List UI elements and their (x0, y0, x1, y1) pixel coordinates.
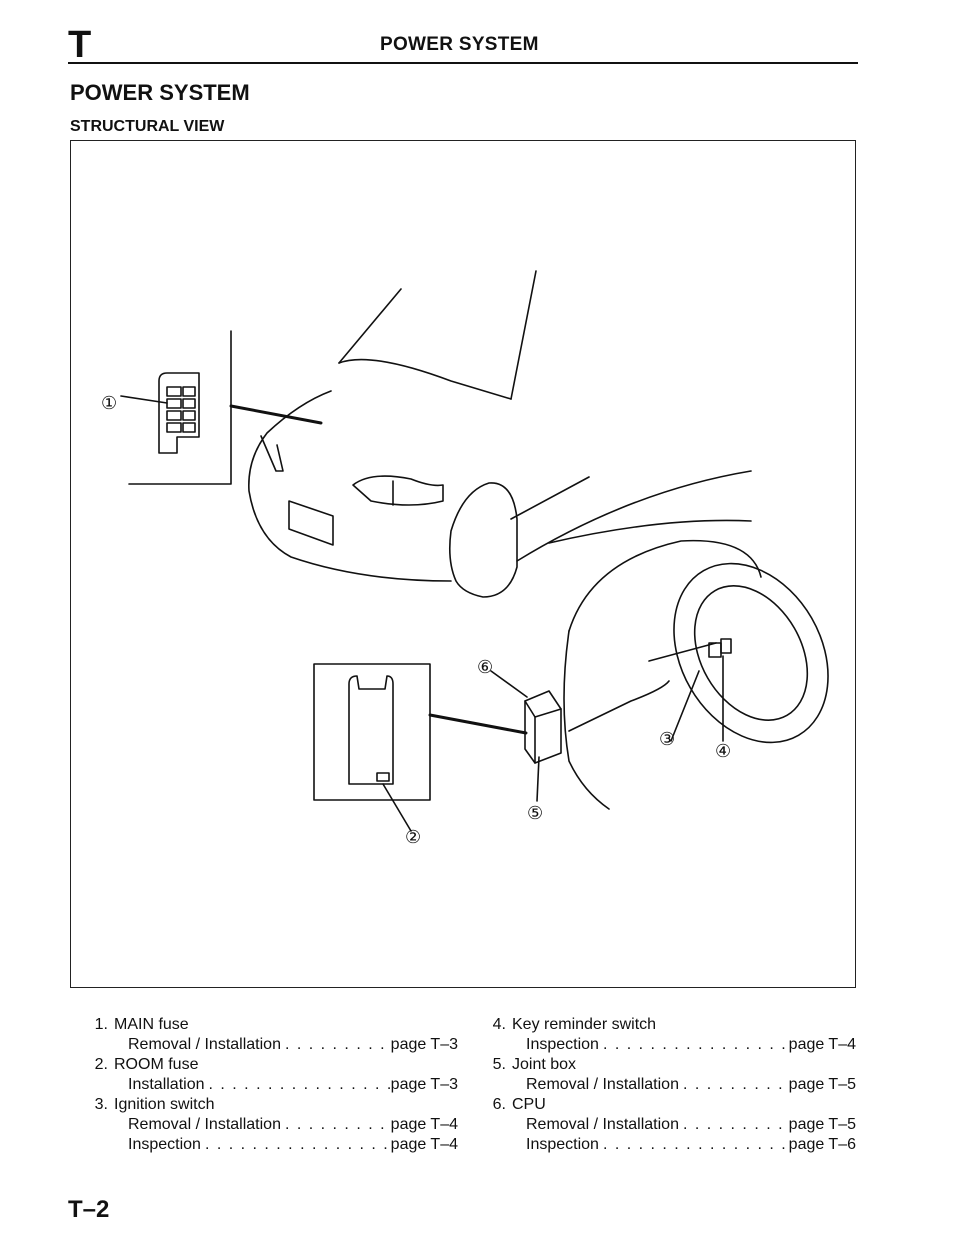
page-reference: page T–5 (788, 1116, 856, 1133)
legend-item-4: 4. Key reminder switch Inspection. . . . … (482, 1015, 862, 1055)
page-reference: page T–5 (788, 1076, 856, 1093)
page-reference: page T–3 (390, 1076, 458, 1093)
callout-2: ② (405, 827, 421, 848)
legend-sub-row: Removal / Installation. . . . . . . . . … (526, 1116, 856, 1133)
legend-item-title: MAIN fuse (114, 1016, 189, 1033)
legend-sub-row: Inspection. . . . . . . . . . . . . . . … (128, 1136, 458, 1153)
legend-item-title: Ignition switch (114, 1096, 215, 1113)
callout-5: ⑤ (527, 803, 543, 824)
legend-left-column: 1. MAIN fuse Removal / Installation. . . … (84, 1015, 464, 1155)
legend-item-number: 4. (492, 1016, 506, 1033)
structural-view-figure: ① ② ③ ④ ⑤ ⑥ (70, 140, 856, 988)
section-title: POWER SYSTEM (70, 80, 250, 105)
room-fuse-inset-drawing (313, 663, 528, 832)
legend-item-title: ROOM fuse (114, 1056, 199, 1073)
callout-1: ① (101, 393, 117, 414)
legend-item-number: 3. (94, 1096, 108, 1113)
legend-item-number: 2. (94, 1056, 108, 1073)
page-number: T–2 (68, 1196, 110, 1223)
callout-6: ⑥ (477, 657, 493, 678)
main-fuse-block-drawing (120, 330, 323, 485)
steering-dash-drawing (563, 539, 829, 810)
legend-item-number: 1. (94, 1016, 108, 1033)
subsection-title: STRUCTURAL VIEW (70, 118, 225, 135)
legend-item-title: CPU (512, 1096, 546, 1113)
page-reference: page T–3 (390, 1036, 458, 1053)
header-rule (68, 62, 858, 64)
legend-item-number: 6. (492, 1096, 506, 1113)
vehicle-front-drawing (248, 270, 752, 598)
legend-item-1: 1. MAIN fuse Removal / Installation. . . … (84, 1015, 464, 1055)
legend-item-3: 3. Ignition switch Removal / Installation… (84, 1095, 464, 1155)
callout-4: ④ (715, 741, 731, 762)
page-reference: page T–6 (788, 1136, 856, 1153)
legend-sub-row: Removal / Installation. . . . . . . . . … (526, 1076, 856, 1093)
legend-item-6: 6. CPU Removal / Installation. . . . . . … (482, 1095, 862, 1155)
legend-item-5: 5. Joint box Removal / Installation. . . … (482, 1055, 862, 1095)
header-section-letter: T (68, 24, 92, 66)
legend-sub-row: Removal / Installation. . . . . . . . . … (128, 1116, 458, 1133)
callout-3: ③ (659, 729, 675, 750)
legend-item-number: 5. (492, 1056, 506, 1073)
legend-sub-row: Removal / Installation. . . . . . . . . … (128, 1036, 458, 1053)
legend-sub-row: Inspection. . . . . . . . . . . . . . . … (526, 1136, 856, 1153)
legend-sub-row: Inspection. . . . . . . . . . . . . . . … (526, 1036, 856, 1053)
legend-right-column: 4. Key reminder switch Inspection. . . . … (482, 1015, 862, 1155)
page-reference: page T–4 (390, 1136, 458, 1153)
legend-item-title: Joint box (512, 1056, 577, 1073)
legend-item-2: 2. ROOM fuse Installation. . . . . . . . … (84, 1055, 464, 1095)
header-title: POWER SYSTEM (380, 34, 539, 55)
page-reference: page T–4 (788, 1036, 856, 1053)
legend-sub-row: Installation. . . . . . . . . . . . . . … (128, 1076, 458, 1093)
structural-view-drawing: ① ② ③ ④ ⑤ ⑥ (101, 270, 829, 848)
joint-box-cpu-drawing (490, 670, 562, 802)
page-reference: page T–4 (390, 1116, 458, 1133)
legend-item-title: Key reminder switch (512, 1016, 657, 1033)
